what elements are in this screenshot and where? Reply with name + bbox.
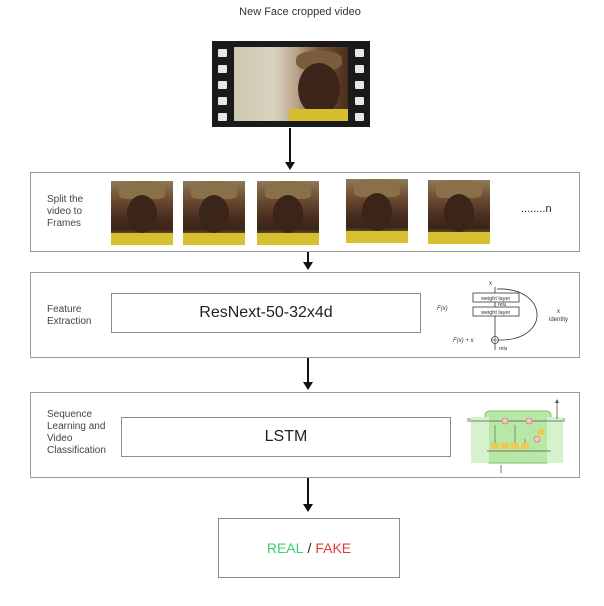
svg-text:relu: relu — [499, 346, 508, 352]
video-frame-image — [183, 181, 245, 245]
identity-x-label: x — [557, 309, 560, 315]
arrow-head-icon — [303, 382, 313, 390]
residual-output-label: F(x) + x — [453, 338, 474, 344]
arrow-connector — [307, 252, 309, 264]
video-frame-image — [428, 180, 490, 244]
resnext-model-label: ResNext-50-32x4d — [199, 304, 333, 321]
more-frames-ellipsis: ........n — [521, 203, 552, 215]
residual-block-diagram: x weight layer relu weight layer F(x) F(… — [437, 281, 568, 352]
arrow-head-icon — [303, 262, 313, 270]
identity-label: identity — [549, 317, 568, 323]
arrow-connector — [307, 478, 309, 506]
sequence-learning-panel: Sequence Learning and Video Classificati… — [30, 392, 580, 478]
residual-fx-label: F(x) — [437, 306, 448, 312]
video-frame-image — [257, 181, 319, 245]
svg-text:relu: relu — [498, 302, 507, 308]
arrow-connector — [307, 358, 309, 384]
classification-output-box: REAL / FAKE — [218, 518, 400, 578]
lstm-model-box: LSTM — [121, 417, 451, 457]
arrow-connector — [289, 128, 291, 164]
arrow-head-icon — [303, 504, 313, 512]
split-frames-label: Split the video to Frames — [47, 194, 84, 229]
split-frames-panel: Split the video to Frames ........n — [30, 172, 580, 252]
svg-text:weight layer: weight layer — [480, 296, 511, 302]
input-video-title: New Face cropped video — [239, 6, 361, 18]
arrow-head-icon — [285, 162, 295, 170]
feature-extraction-panel: Feature Extraction ResNext-50-32x4d x we… — [30, 272, 580, 358]
real-label: REAL — [266, 540, 304, 556]
video-filmstrip-image — [212, 41, 370, 127]
fake-label: FAKE — [315, 540, 352, 556]
weight-layer-2 — [472, 306, 520, 317]
separator-label: / — [307, 540, 312, 556]
svg-text:weight layer: weight layer — [480, 310, 511, 316]
lstm-cell-diagram — [467, 399, 565, 473]
lstm-model-label: LSTM — [264, 428, 308, 445]
video-frame-image — [346, 179, 408, 243]
video-frame-image — [111, 181, 173, 245]
feature-extraction-label: Feature Extraction — [47, 304, 92, 327]
weight-layer-1 — [472, 292, 520, 303]
sequence-learning-label: Sequence Learning and Video Classificati… — [47, 409, 106, 456]
residual-input-x: x — [489, 281, 492, 287]
resnext-model-box: ResNext-50-32x4d — [111, 293, 421, 333]
